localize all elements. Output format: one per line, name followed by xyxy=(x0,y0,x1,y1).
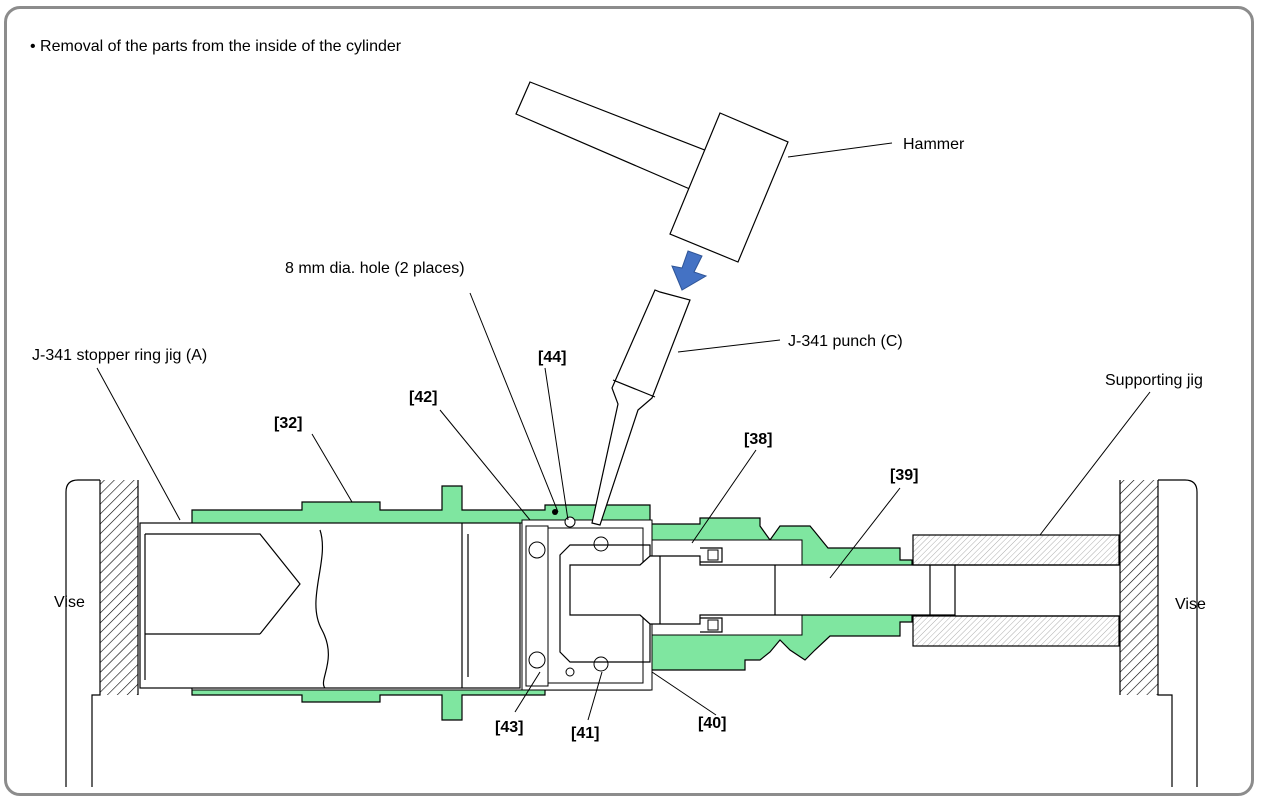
punch-label: J-341 punch (C) xyxy=(788,333,903,350)
part-42-label: [42] xyxy=(409,389,437,406)
part-44-label: [44] xyxy=(538,349,566,366)
diagram-title: • Removal of the parts from the inside o… xyxy=(30,38,402,55)
hole-label: 8 mm dia. hole (2 places) xyxy=(285,260,465,277)
vise-left-label: Vise xyxy=(54,594,85,611)
vise-right xyxy=(1119,479,1198,787)
part-43-label: [43] xyxy=(495,719,523,736)
stopper-jig-label: J-341 stopper ring jig (A) xyxy=(32,347,207,364)
hammer-label: Hammer xyxy=(903,136,965,153)
vise-right-label: Vise xyxy=(1175,596,1206,613)
internal-parts xyxy=(525,509,956,687)
punch-tool xyxy=(591,289,691,526)
part-32-label: [32] xyxy=(274,415,302,432)
supporting-jig xyxy=(912,534,1120,647)
leader-lines xyxy=(96,142,1151,721)
supporting-jig-label: Supporting jig xyxy=(1105,372,1203,389)
part-39-label: [39] xyxy=(890,467,918,484)
part-38-label: [38] xyxy=(744,431,772,448)
hammer-tool xyxy=(515,81,789,263)
stopper-ring-jig xyxy=(139,522,521,689)
vise-left xyxy=(65,479,139,787)
strike-arrow xyxy=(671,250,708,291)
part-41-label: [41] xyxy=(571,725,599,742)
part-40-label: [40] xyxy=(698,715,726,732)
